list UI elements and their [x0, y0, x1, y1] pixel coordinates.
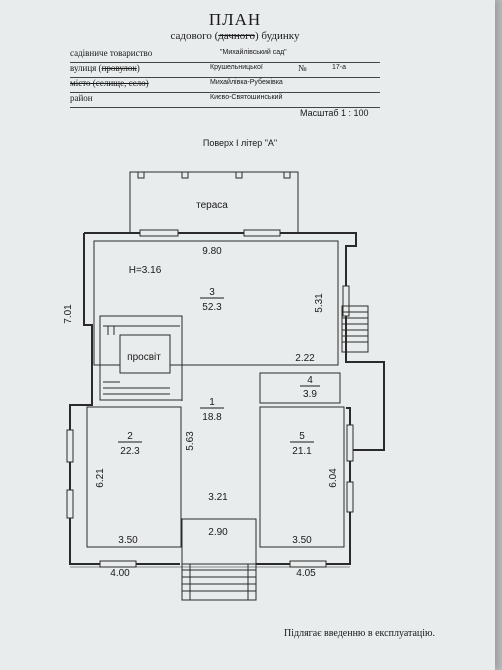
number-label: №: [298, 63, 307, 73]
porch-outline: [181, 518, 257, 565]
window: [346, 424, 354, 462]
dim-small: 2.22: [295, 353, 315, 364]
field-underline: [70, 107, 380, 108]
window: [139, 229, 179, 237]
street-label: вулиця (провулок): [70, 63, 140, 73]
floor-label: Поверх I літер "А": [202, 138, 278, 148]
stair-right: [341, 305, 369, 353]
window: [66, 429, 74, 463]
room-3-area: 52.3: [202, 302, 222, 313]
window: [289, 560, 327, 568]
terrace-post: [137, 171, 145, 179]
terrace-post: [235, 171, 243, 179]
skylight-box: [119, 334, 171, 374]
porch-stairs: [182, 564, 256, 600]
skylight-label: просвіт: [127, 352, 161, 363]
room-1-area: 18.8: [202, 412, 222, 423]
dim-right-room-height: 6.04: [328, 468, 339, 488]
dim-room2-width: 3.50: [118, 535, 138, 546]
room-5-number: 5: [299, 431, 305, 442]
footer-note: Підлягає введенню в експлуатацію.: [284, 628, 436, 639]
society-value: "Михайлівський сад": [220, 49, 287, 56]
height-label: H=3.16: [129, 265, 162, 276]
terrace-label: тераса: [196, 200, 228, 211]
room-3-number: 3: [209, 287, 215, 298]
room-4-area: 3.9: [303, 389, 317, 400]
city-value: Михайлівка-Рубежівка: [210, 79, 283, 86]
district-value: Києво-Святошинський: [210, 94, 283, 101]
room-2-number: 2: [127, 431, 133, 442]
dim-porch: 2.90: [208, 527, 228, 538]
dim-bottom-left: 4.00: [110, 568, 130, 579]
district-field: район Києво-Святошинський: [70, 93, 380, 108]
room-5-area: 21.1: [292, 446, 312, 457]
society-label: садівниче товариство: [70, 48, 153, 58]
scale-label: Масштаб 1 : 100: [300, 108, 369, 118]
field-underline: [70, 77, 380, 78]
stair-left: [99, 315, 183, 401]
window: [346, 481, 354, 513]
page-title: ПЛАН: [208, 10, 262, 29]
window: [99, 560, 137, 568]
terrace-post: [283, 171, 291, 179]
room-1-number: 1: [209, 397, 215, 408]
porch-walls: [181, 519, 257, 601]
society-field: садівниче товариство "Михайлівський сад": [70, 48, 380, 63]
dim-room1-height: 5.63: [185, 431, 196, 451]
dim-top: 9.80: [202, 246, 222, 257]
outer-wall: [69, 233, 180, 565]
room-5-outline: [259, 406, 345, 548]
window: [342, 285, 350, 317]
room-2-outline: [86, 406, 182, 548]
dim-room5-width: 3.50: [292, 535, 312, 546]
dim-bottom-right: 4.05: [296, 568, 316, 579]
room-4-outline: [259, 372, 341, 404]
room-2-area: 22.3: [120, 446, 140, 457]
page-subtitle: садового (дачного) будинку: [170, 30, 300, 42]
number-value: 17-а: [332, 64, 347, 71]
window: [243, 229, 281, 237]
dim-left: 7.01: [63, 304, 74, 324]
dim-left-room-height: 6.21: [95, 468, 106, 488]
field-underline: [70, 92, 380, 93]
district-label: район: [70, 93, 93, 103]
city-label: місто (селище, село): [70, 78, 149, 88]
terrace-post: [181, 171, 189, 179]
dim-corridor-width: 3.21: [208, 492, 228, 503]
field-underline: [70, 62, 380, 63]
city-field: місто (селище, село) Михайлівка-Рубежівк…: [70, 78, 380, 93]
room-4-number: 4: [307, 375, 313, 386]
street-field: вулиця (провулок) Крушельницької № 17-а: [70, 63, 380, 78]
terrace-outline: [129, 171, 299, 233]
street-value: Крушельницької: [210, 64, 263, 71]
window: [66, 489, 74, 519]
dim-right-upper: 5.31: [314, 293, 325, 313]
